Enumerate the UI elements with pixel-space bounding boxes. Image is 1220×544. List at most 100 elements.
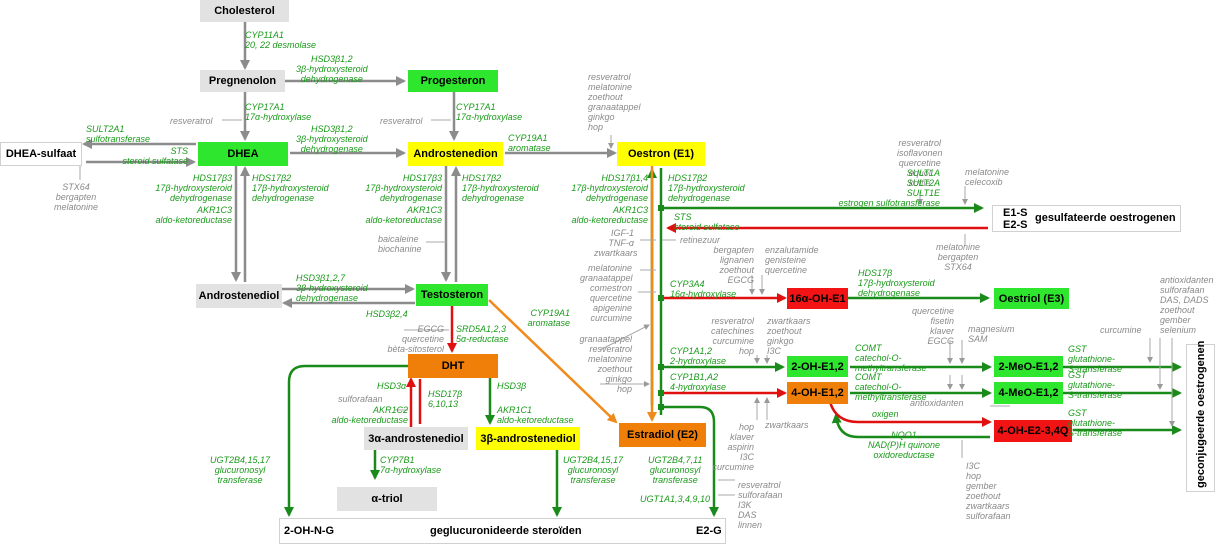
node-3alpha-androstenediol[interactable]: 3α-androstenediol: [364, 427, 468, 450]
node-dhea[interactable]: DHEA: [198, 142, 288, 166]
glucuronidated-label: geglucuronideerde steroïden: [430, 525, 582, 537]
node-conjugated-estrogens[interactable]: geconjugeerde oestrogenen: [1186, 340, 1215, 492]
node-2-oh-e12[interactable]: 2-OH-E1,2: [787, 356, 848, 377]
label-cyp1a: CYP1A1,2 2-hydroxylase: [670, 346, 727, 366]
label-hsd17b-61013: HSD17β 6,10,13: [428, 389, 463, 409]
label-cyp19a1-mid: CYP19A1 aromatase: [527, 308, 570, 328]
node-4-oh-e12[interactable]: 4-OH-E1,2: [787, 382, 848, 404]
label-akr1c3-e1: AKR1C3 aldo-ketoreductase: [571, 205, 648, 225]
label-akr1c3-left: AKR1C3 aldo-ketoreductase: [155, 205, 232, 225]
node-4-oh-e2-34q[interactable]: 4-OH-E2-3,4Q: [994, 420, 1072, 442]
grey-arrows: [82, 22, 617, 308]
label-cyp3a4: CYP3A4 16α-hydroxylase: [670, 279, 737, 299]
label-antioxidanten-list: antioxidanten sulforafaan DAS, DADS zoet…: [1160, 275, 1214, 335]
label-cyp19a1-top: CYP19A1 aromatase: [508, 133, 551, 153]
label-hsd3b-preg: HSD3β1,2 3β-hydroxysteroid dehydrogenase: [296, 54, 368, 84]
node-estradiol[interactable]: Estradiol (E2): [619, 423, 706, 447]
label-hsd17b3-right: HDS17β3 17β-hydroxysteroid dehydrogenase: [365, 173, 442, 203]
label-magnesium: magnesium SAM: [968, 324, 1015, 344]
label-sts-e1: STS steroid sulfatase: [674, 212, 740, 232]
node-dhea-sulfaat[interactable]: DHEA-sulfaat: [0, 142, 82, 166]
label-srd5a: SRD5A1,2,3 5α-reductase: [456, 324, 509, 344]
label-hsd17b14: HDS17β1,4 17β-hydroxysteroid dehydrogena…: [571, 173, 648, 203]
label-stx64-left: STX64 bergapten melatonine: [54, 182, 99, 212]
label-hsd3a: HSD3α: [377, 381, 407, 391]
label-hsd17b2-right: HDS17β2 17β-hydroxysteroid dehydrogenase: [462, 173, 539, 203]
label-comt-1: COMT catechol-O- methyltransferase: [855, 343, 927, 373]
connector-dots: [658, 205, 664, 410]
label-enzalutamide: enzalutamide genisteine quercetine: [765, 245, 819, 275]
node-androstenediol[interactable]: Androstenediol: [196, 284, 282, 308]
label-inhibitors-cyp3a4: bergapten lignanen zoethout EGCG: [713, 245, 754, 285]
node-sulfated-estrogens[interactable]: E1-S E2-S gesulfateerde oestrogenen: [992, 205, 1181, 232]
node-oestron[interactable]: Oestron (E1): [617, 142, 705, 166]
label-ugt2b4-e2: UGT2B4,7,11 glucuronosyl transferase: [648, 455, 703, 485]
label-hsd3b-237: HSD3β1,2,7 3β-hydroxysteroid dehydrogena…: [296, 273, 368, 303]
node-testosteron[interactable]: Testosteron: [416, 284, 488, 306]
label-hsd3b-24: HSD3β2,4: [366, 309, 408, 319]
label-sult1: SULT1A SULT2A SULT1E estrogen sulfotrans…: [838, 168, 940, 208]
label-cyp17a1-left: CYP17A1 17α-hydroxylase: [245, 102, 312, 122]
conjugated-estrogens-label: geconjugeerde oestrogenen: [1195, 340, 1207, 488]
label-antioxidanten: antioxidanten: [910, 398, 964, 408]
node-3beta-androstenediol[interactable]: 3β-androstenediol: [476, 427, 580, 450]
label-zwartkaars-1: zwartkaars zoethout ginkgo I3C: [767, 316, 811, 356]
label-inhibitors-cyp1b: hop klaver aspirin I3C curcumine: [712, 422, 754, 472]
node-oestriol[interactable]: Oestriol (E3): [994, 288, 1069, 309]
ohng-label: 2-OH-N-G: [284, 525, 335, 537]
label-cyp17a1-right: CYP17A1 17α-hydroxylase: [456, 102, 523, 122]
label-i3c-list: I3C hop gember zoethout zwartkaars sulfo…: [966, 461, 1011, 521]
node-4-meo-e12[interactable]: 4-MeO-E1,2: [994, 382, 1063, 404]
label-hsd17b-e3: HDS17β 17β-hydroxysteroid dehydrogenase: [858, 268, 935, 298]
label-quercetine-comt: quercetine fisetin klaver EGCG: [911, 306, 954, 346]
label-resveratrol-mid: resveratrol: [380, 116, 423, 126]
label-baicaleine: baicaleine biochanine: [378, 234, 422, 254]
node-cholesterol[interactable]: Cholesterol: [200, 0, 289, 22]
label-curcumine: curcumine: [1100, 325, 1142, 335]
label-oxigen: oxigen: [872, 409, 899, 419]
label-cyp11a1: CYP11A1 20, 22 desmolase: [245, 30, 317, 50]
label-sulforafaan-dht: sulforafaan: [338, 394, 383, 404]
inhibitor-lines: [79, 119, 1175, 496]
label-akr1c1: AKR1C1 aldo-ketoreductase: [497, 405, 574, 425]
label-gst-2: GST glutathione- S-transferase: [1068, 370, 1123, 400]
node-glucuronidated-steroids[interactable]: 2-OH-N-G geglucuronideerde steroïden E2-…: [279, 518, 726, 544]
node-16a-oh-e1[interactable]: 16α-OH-E1: [787, 288, 848, 309]
label-inhibitors-sult: resveratrol isoflavonen quercetine equol…: [897, 138, 943, 188]
node-androstenedion[interactable]: Androstenedion: [408, 142, 503, 166]
label-inhibitors-ugt: resveratrol sulforafaan I3K DAS linnen: [738, 480, 783, 530]
label-inhibitors-5a: EGCG quercetine bèta-sitosterol: [387, 324, 444, 354]
label-akr1c3-right: AKR1C3 aldo-ketoreductase: [365, 205, 442, 225]
aromatase-arrow: [488, 299, 618, 424]
label-hsd3b: HSD3β: [497, 381, 527, 391]
label-cyp7b1: CYP7B1 7α-hydroxylase: [380, 455, 442, 475]
label-hsd17b2-e1: HDS17β2 17β-hydroxysteroid dehydrogenase: [668, 173, 745, 203]
e1s-e2s-label: E1-S E2-S: [1003, 207, 1028, 231]
e2g-label: E2-G: [696, 525, 722, 537]
label-nqo1: NQO1 NAD(P)H quinone oxidoreductase: [868, 430, 941, 460]
label-inhibitors-sts: melatonine bergapten STX64: [936, 242, 981, 272]
node-pregnenolon[interactable]: Pregnenolon: [200, 70, 285, 92]
label-comt-2: COMT catechol-O- methyltransferase: [855, 372, 927, 402]
label-gst-3: GST glutathione- S-transferase: [1068, 408, 1123, 438]
label-resveratrol-left: resveratrol: [170, 116, 213, 126]
node-dht[interactable]: DHT: [408, 354, 498, 378]
label-ugt2b4-left: UGT2B4,15,17 glucuronosyl transferase: [210, 455, 271, 485]
node-progesteron[interactable]: Progesteron: [408, 70, 498, 92]
label-ugt1a1: UGT1A1,3,4,9,10: [640, 494, 711, 504]
label-gst-1: GST glutathione- S-transferase: [1068, 344, 1123, 374]
label-inhibitors-aromatase-2: granaatappel resveratrol melatonine zoet…: [579, 334, 632, 394]
node-2-meo-e12[interactable]: 2-MeO-E1,2: [994, 356, 1063, 377]
label-sult2a1: SULT2A1 sulfotransferase: [86, 124, 151, 144]
sulfated-estrogens-label: gesulfateerde oestrogenen: [1035, 212, 1176, 224]
label-cyp1b1: CYP1B1,A2 4-hydroxylase: [670, 372, 727, 392]
label-sts-dhea: STS steroid sulfatase: [122, 146, 188, 166]
label-retinezuur: retinezuur: [680, 235, 721, 245]
label-hsd3b-dhea: HSD3β1,2 3β-hydroxysteroid dehydrogenase: [296, 124, 368, 154]
label-igf1: IGF-1 TNF-α zwartkaars: [594, 228, 638, 258]
label-akr1c2: AKR1C2 aldo-ketoreductase: [331, 405, 408, 425]
node-alpha-triol[interactable]: α-triol: [337, 487, 437, 511]
label-melatonine-celecoxib: melatonine celecoxib: [965, 167, 1010, 187]
label-zwartkaars-2: zwartkaars: [765, 420, 809, 430]
